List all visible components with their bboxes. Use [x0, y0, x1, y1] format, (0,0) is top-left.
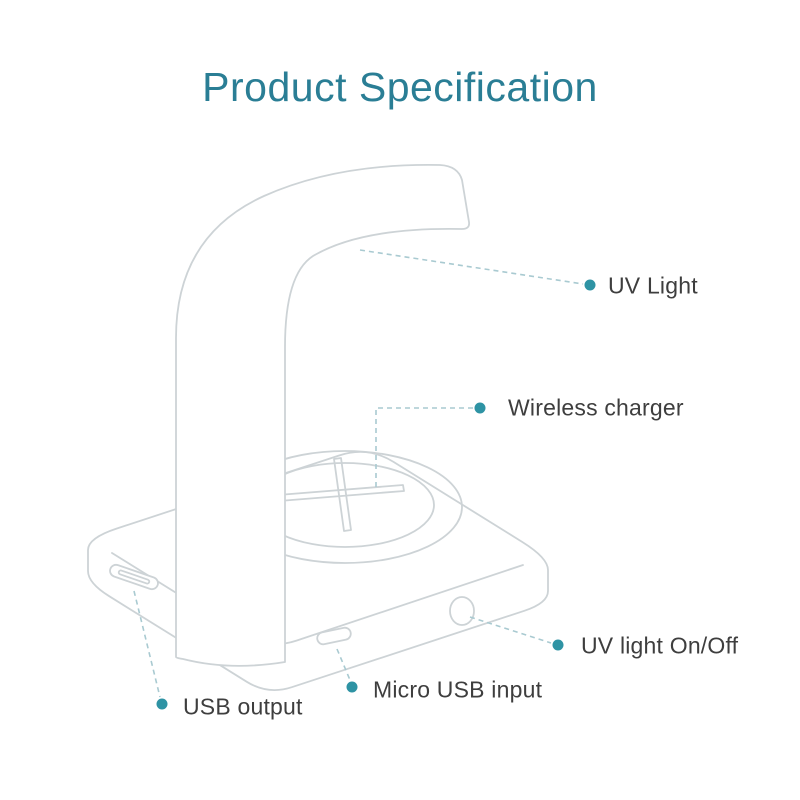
dot-usb-output — [156, 698, 168, 710]
micro-usb-slot — [316, 626, 352, 646]
dot-uv-light — [584, 279, 596, 291]
callout-dots — [156, 279, 596, 710]
pad-plus-vertical — [333, 457, 352, 532]
leader-uv-light — [359, 249, 584, 285]
power-button — [449, 596, 475, 626]
leader-uv-on-off — [469, 616, 552, 644]
label-uv-light-on-off: UV light On/Off — [581, 632, 739, 659]
dot-wireless-charger — [474, 402, 486, 414]
label-usb-output: USB output — [183, 693, 303, 720]
dot-uv-on-off — [552, 639, 564, 651]
base-silhouette — [87, 451, 549, 691]
dot-micro-usb — [346, 681, 358, 693]
leader-usb-output — [133, 590, 161, 698]
device-base — [87, 451, 549, 691]
uv-light-arm — [175, 163, 471, 667]
label-wireless-charger: Wireless charger — [508, 394, 684, 421]
callout-leader-lines — [133, 249, 584, 698]
label-micro-usb-input: Micro USB input — [373, 676, 543, 703]
usb-output-tongue — [117, 569, 151, 585]
label-uv-light: UV Light — [608, 272, 698, 299]
micro-usb-port — [316, 626, 352, 646]
leader-micro-usb — [336, 648, 351, 681]
usb-output-port — [109, 563, 159, 591]
page-title: Product Specification — [202, 64, 598, 110]
